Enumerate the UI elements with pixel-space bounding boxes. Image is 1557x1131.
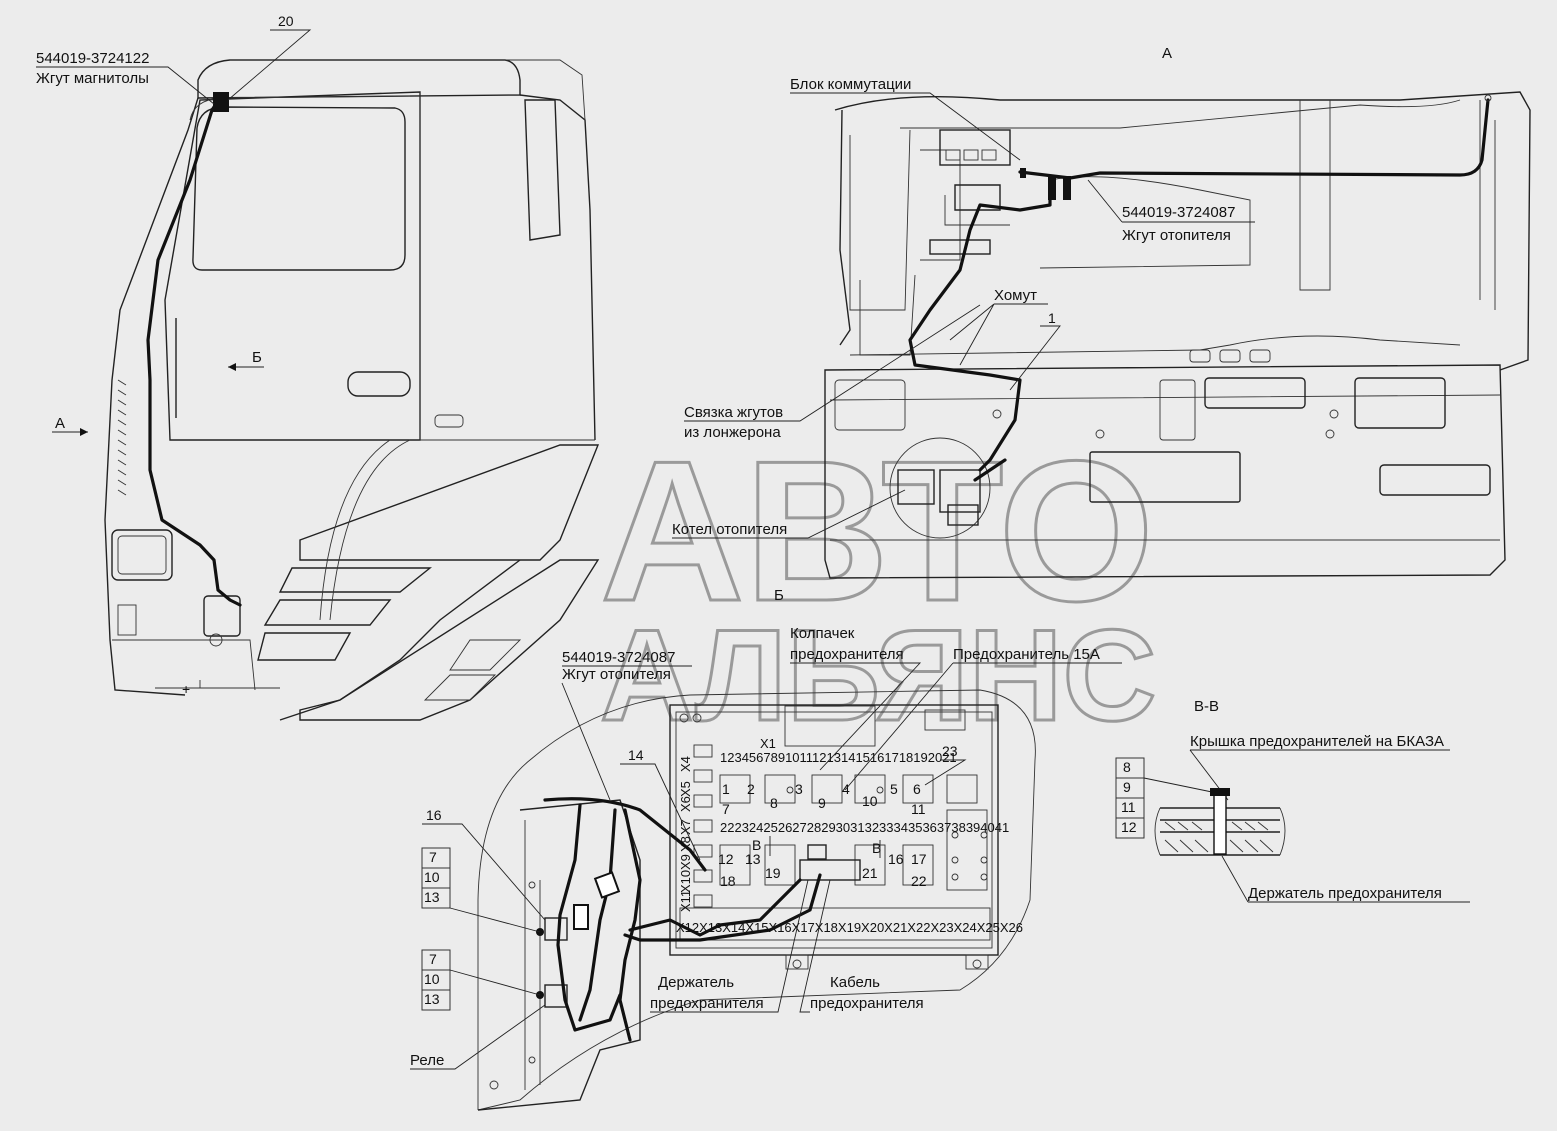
fuse-holder-label-vv: Держатель предохранителя: [1248, 885, 1442, 902]
fuse-block-mid-pins: 2223242526272829303132333435363738394041: [720, 820, 1009, 835]
relay-label: Реле: [410, 1052, 444, 1069]
heater-harness-name-b: Жгут отопителя: [562, 666, 671, 683]
svg-text:21: 21: [862, 865, 878, 881]
svg-text:22: 22: [911, 873, 927, 889]
svg-text:7: 7: [429, 849, 437, 865]
svg-text:10: 10: [424, 971, 440, 987]
bundle-label-line1: Связка жгутов: [684, 404, 783, 421]
svg-text:17: 17: [911, 851, 927, 867]
section-vv: 8 9 11 12: [1115, 757, 1286, 856]
fuse-cover-label: Крышка предохранителей на БКАЗА: [1190, 733, 1444, 750]
svg-text:7: 7: [429, 951, 437, 967]
view-b-title: Б: [774, 587, 784, 604]
svg-text:9: 9: [1123, 779, 1131, 795]
svg-text:В: В: [752, 837, 761, 853]
svg-text:10: 10: [862, 793, 878, 809]
fuse-holder-label-line1: Держатель: [658, 974, 734, 991]
section-vv-title: В-В: [1194, 698, 1219, 715]
svg-text:11: 11: [911, 801, 926, 817]
svg-text:19: 19: [765, 865, 781, 881]
svg-text:3: 3: [795, 781, 803, 797]
svg-text:1: 1: [722, 781, 730, 797]
radio-harness-code: 544019-3724122: [36, 50, 149, 67]
svg-text:9: 9: [818, 795, 826, 811]
svg-text:7: 7: [722, 801, 730, 817]
fuse-holder-label-line2: предохранителя: [650, 995, 764, 1012]
svg-text:X4: X4: [678, 756, 693, 772]
svg-text:6: 6: [913, 781, 921, 797]
callout-23: 23: [942, 743, 958, 759]
svg-text:X10: X10: [678, 870, 693, 893]
svg-text:8: 8: [1123, 759, 1131, 775]
callout-20: 20: [278, 13, 294, 29]
watermark-line1: АВТО: [600, 420, 1154, 643]
fuse-block-top-pins: 123456789101112131415161718192021: [720, 750, 957, 765]
svg-text:X8: X8: [678, 836, 693, 852]
radio-harness-wire: [146, 93, 242, 607]
fuse-block-side-connectors: X4 X5 X6 X7 X8 X9 X10 X11: [678, 756, 693, 912]
view-a-title: А: [1162, 45, 1172, 62]
view-a-arrow-label: А: [55, 415, 65, 432]
svg-text:18: 18: [720, 873, 736, 889]
fuse-cap-label-line2: предохранителя: [790, 646, 904, 663]
svg-text:X11: X11: [678, 890, 693, 912]
fuse-cable-label-line2: предохранителя: [810, 995, 924, 1012]
svg-text:13: 13: [745, 851, 761, 867]
svg-text:12: 12: [1121, 819, 1137, 835]
svg-text:X5: X5: [678, 781, 693, 797]
callout-14: 14: [628, 747, 644, 763]
heater-boiler-label: Котел отопителя: [672, 521, 787, 538]
svg-text:13: 13: [424, 889, 440, 905]
svg-text:13: 13: [424, 991, 440, 1007]
callout-1: 1: [1048, 310, 1056, 326]
svg-text:16: 16: [888, 851, 904, 867]
svg-text:8: 8: [770, 795, 778, 811]
bundle-label-line2: из лонжерона: [684, 424, 781, 441]
svg-text:2: 2: [747, 781, 755, 797]
fuse-cap-label-line1: Колпачек: [790, 625, 855, 642]
heater-harness-name-a: Жгут отопителя: [1122, 227, 1231, 244]
fuse-block-x1: X1: [760, 736, 776, 751]
fuse-cable-label-line1: Кабель: [830, 974, 880, 991]
switch-block-label: Блок коммутации: [790, 76, 911, 93]
svg-text:12: 12: [718, 851, 734, 867]
fuse-15a-label: Предохранитель 15А: [953, 646, 1100, 663]
heater-harness-code-b: 544019-3724087: [562, 649, 675, 666]
svg-text:X7: X7: [678, 819, 693, 835]
relay-group-2: 7 10 13: [421, 949, 541, 1011]
svg-text:X9: X9: [678, 854, 693, 870]
svg-text:X6: X6: [678, 796, 693, 812]
svg-text:10: 10: [424, 869, 440, 885]
svg-text:+: +: [182, 681, 190, 697]
view-b-arrow-label: Б: [252, 349, 262, 366]
svg-text:11: 11: [1121, 799, 1136, 815]
fuse-numbers: 1 2 3 4 5 6 7 8 9 10 11 12 13 16 17 18 1…: [718, 781, 927, 889]
svg-text:5: 5: [890, 781, 898, 797]
watermark-line2: АЛЬЯНС: [600, 602, 1156, 748]
relay-group-1: 7 10 13: [421, 847, 541, 933]
radio-harness-name: Жгут магнитолы: [36, 70, 149, 87]
view-b-fuse-box: [477, 689, 1036, 1111]
heater-harness-code-a: 544019-3724087: [1122, 204, 1235, 221]
cab-side-view: +: [52, 59, 600, 721]
clamp-label: Хомут: [994, 287, 1037, 304]
callout-16: 16: [426, 807, 442, 823]
watermark: АВТО АЛЬЯНС: [599, 419, 1158, 750]
fuse-block-bottom-connectors: X12X13X14X15X16X17X18X19X20X21X22X23X24X…: [676, 920, 1023, 935]
svg-text:В: В: [872, 840, 881, 856]
heater-harness-wire: [1018, 98, 1490, 180]
view-a-frame: [824, 91, 1531, 579]
